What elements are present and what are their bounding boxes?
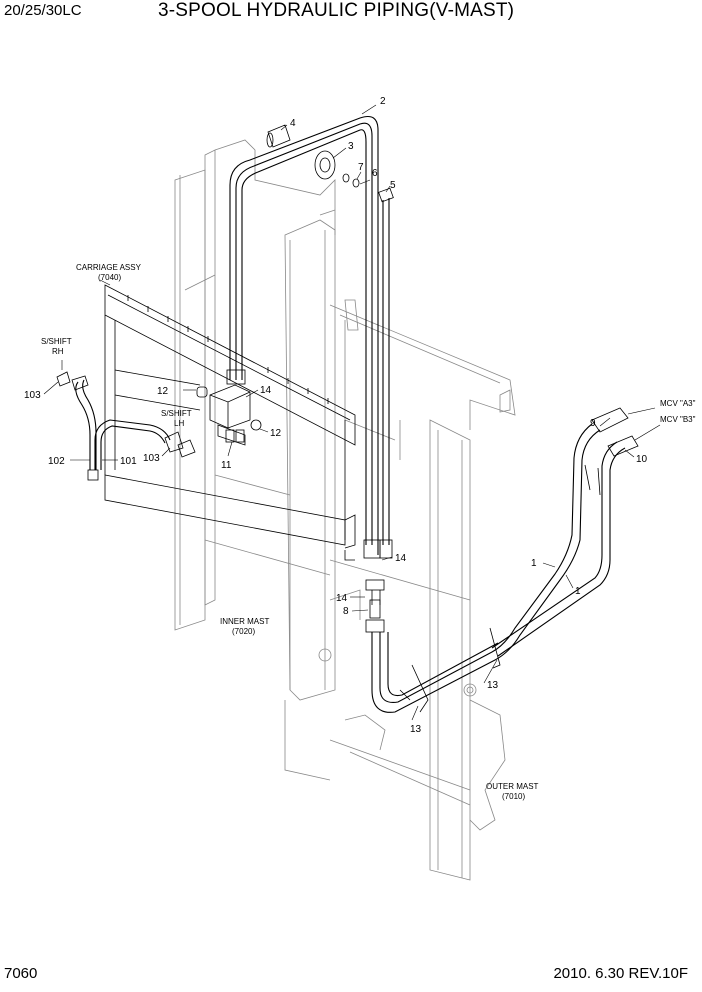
callout-7: 7 — [358, 162, 364, 173]
diagram-title: 3-SPOOL HYDRAULIC PIPING(V-MAST) — [158, 0, 515, 21]
carriage-assy-label: CARRIAGE ASSY — [76, 263, 142, 272]
callout-1-upper: 1 — [531, 558, 537, 569]
side-shift-pipe-assembly — [56, 371, 196, 481]
callout-11: 11 — [221, 460, 232, 471]
callout-103-right: 103 — [143, 453, 160, 464]
mcv-b3-label: MCV "B3" — [660, 415, 696, 424]
callout-13-right: 13 — [487, 680, 499, 691]
outer-mast-code: (7010) — [502, 792, 525, 801]
carriage-assy-code: (7040) — [98, 273, 121, 282]
carriage-drawing — [104, 284, 356, 561]
callout-14-upper: 14 — [395, 553, 407, 564]
side-shift-lh-label: S/SHIFT — [161, 409, 192, 418]
inner-mast-label: INNER MAST — [220, 617, 269, 626]
mcv-a3-label: MCV "A3" — [660, 399, 696, 408]
inner-mast-code: (7020) — [232, 627, 255, 636]
callout-9: 9 — [590, 418, 596, 429]
callout-4: 4 — [290, 118, 296, 129]
outer-mast-drawing — [318, 299, 516, 881]
callout-8: 8 — [343, 606, 349, 617]
callout-103-left: 103 — [24, 390, 41, 401]
page-number: 7060 — [4, 965, 38, 982]
side-shift-rh-label: S/SHIFT — [41, 337, 72, 346]
callout-5: 5 — [390, 180, 396, 191]
callout-13-left: 13 — [410, 724, 422, 735]
model-label: 20/25/30LC — [4, 2, 82, 19]
mcv-pipe-assembly — [371, 407, 639, 713]
outer-mast-label: OUTER MAST — [486, 782, 539, 791]
callout-12-upper: 12 — [157, 386, 169, 397]
callout-12-lower: 12 — [270, 428, 282, 439]
side-shift-lh-side: LH — [174, 419, 184, 428]
revision-date: 2010. 6.30 REV.10F — [553, 965, 688, 982]
callout-2: 2 — [380, 96, 386, 107]
mast-hose-assembly — [226, 115, 394, 633]
callout-6: 6 — [372, 168, 378, 179]
callout-1-lower: 1 — [575, 586, 581, 597]
leader-lines — [43, 104, 661, 721]
callout-14-lower: 14 — [336, 593, 348, 604]
callout-102: 102 — [48, 456, 65, 467]
callout-3: 3 — [348, 141, 354, 152]
callout-14-carriage: 14 — [260, 385, 272, 396]
callout-10: 10 — [636, 454, 648, 465]
callout-numbers: 2 3 4 5 6 7 8 9 10 11 12 12 13 13 14 14 … — [24, 96, 648, 735]
assembly-captions: CARRIAGE ASSY (7040) INNER MAST (7020) O… — [41, 263, 696, 801]
callout-101: 101 — [120, 456, 137, 467]
side-shift-rh-side: RH — [52, 347, 64, 356]
